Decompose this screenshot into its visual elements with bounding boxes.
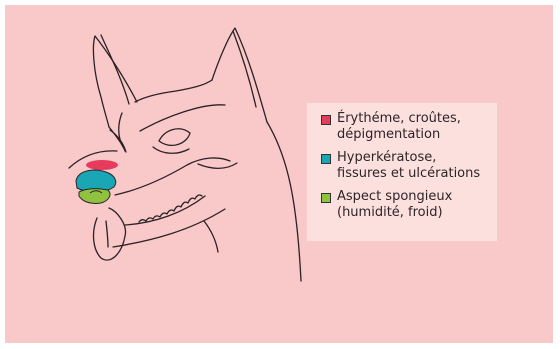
legend-item-erythema: Érythéme, croûtes, dépigmentation [321,111,461,143]
tongue-midline [106,221,108,247]
legend: Érythéme, croûtes, dépigmentation Hyperk… [307,103,497,241]
neck-detail [204,221,218,252]
left-ear-outline [93,36,137,127]
right-ear-inner [233,31,256,107]
erythema-swatch [321,115,331,125]
tongue-outline [94,208,126,260]
diagram-canvas: Érythéme, croûtes, dépigmentation Hyperk… [5,5,553,343]
right-ear-outline [212,28,267,122]
erythema-lesion [86,160,118,170]
neck-outline [267,122,301,281]
eye-outline [159,129,190,146]
forehead-outline [135,80,212,102]
hyperkeratosis-swatch [321,154,331,164]
legend-label-spongy: Aspect spongieux (humidité, froid) [337,189,452,221]
left-ear-inner [101,35,129,104]
brow-line [140,105,225,131]
cheek-curve [198,163,237,168]
legend-label-hyperkeratosis: Hyperkératose, fissures et ulcérations [337,150,480,182]
lower-teeth [139,195,202,222]
lower-jaw-line [125,196,205,225]
mouth-upper-line [115,158,230,195]
legend-item-hyperkeratosis: Hyperkératose, fissures et ulcérations [321,150,480,182]
spongy-swatch [321,193,331,203]
eye-lower-lid [153,147,189,153]
legend-item-spongy: Aspect spongieux (humidité, froid) [321,189,452,221]
legend-label-erythema: Érythéme, croûtes, dépigmentation [337,111,461,143]
